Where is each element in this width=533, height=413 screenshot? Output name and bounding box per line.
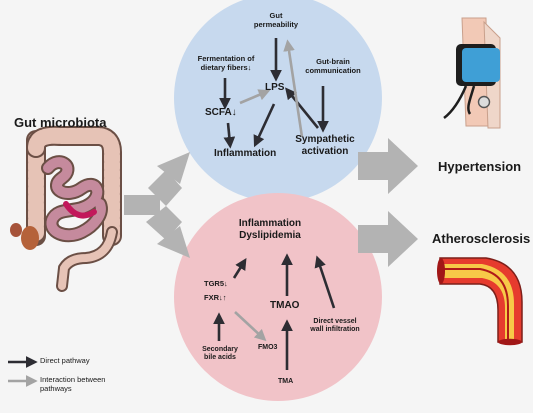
legend-direct-label: Direct pathway xyxy=(40,356,90,365)
scfa-label: SCFA↓ xyxy=(205,107,237,118)
gut-brain-label: Gut-brain communication xyxy=(305,57,361,75)
arrow-lps-inflammation xyxy=(253,103,276,148)
artery-illustration xyxy=(437,257,523,346)
tmao-label: TMAO xyxy=(270,300,300,311)
tma-label: TMA xyxy=(278,378,294,385)
hypertension-label: Hypertension xyxy=(438,159,522,174)
arrow-sympathetic-permeability xyxy=(283,39,304,138)
arrow-infiltration-inflammation xyxy=(314,255,336,309)
bottom-circle xyxy=(174,193,382,401)
gut-permeability-label: Gut permeability xyxy=(253,11,299,29)
arrow-sympathetic-lps xyxy=(285,87,320,129)
fermentation-label: Fermentation of dietary fibers↓ xyxy=(197,54,255,72)
gut-microbiota-label: Gut microbiota xyxy=(14,115,107,130)
top-circle xyxy=(174,0,382,202)
intestine-illustration xyxy=(10,125,122,292)
arrow-scfa-lps xyxy=(239,89,271,105)
atherosclerosis-label: Atherosclerosis xyxy=(432,231,531,246)
blood-pressure-cuff-illustration xyxy=(443,17,501,129)
tgr5-label: TGR5↓ xyxy=(204,279,228,288)
direct-vessel-label: Direct vessel wall infiltration xyxy=(310,318,360,334)
hypertension-arrow xyxy=(358,138,418,194)
legend-interaction-label: Interaction between pathways xyxy=(40,375,106,393)
fmo3-label: FMO3 xyxy=(258,344,278,351)
fxr-label: FXR↓↑ xyxy=(204,293,227,302)
atherosclerosis-arrow xyxy=(358,211,418,267)
sympathetic-activation-label: Sympathetic activation xyxy=(295,134,355,157)
secondary-bile-acids-label: Secondary bile acids xyxy=(202,346,238,362)
inflammation-dyslipidemia-label: Inflammation Dyslipidemia xyxy=(238,218,302,241)
lps-label: LPS xyxy=(265,82,285,93)
branch-arrow xyxy=(124,152,190,258)
arrow-scfa-inflammation xyxy=(223,122,236,149)
inflammation-top-label: Inflammation xyxy=(214,148,277,159)
arrow-bile-fmo3 xyxy=(234,311,267,342)
arrow-tgr5-inflammation xyxy=(232,258,247,279)
